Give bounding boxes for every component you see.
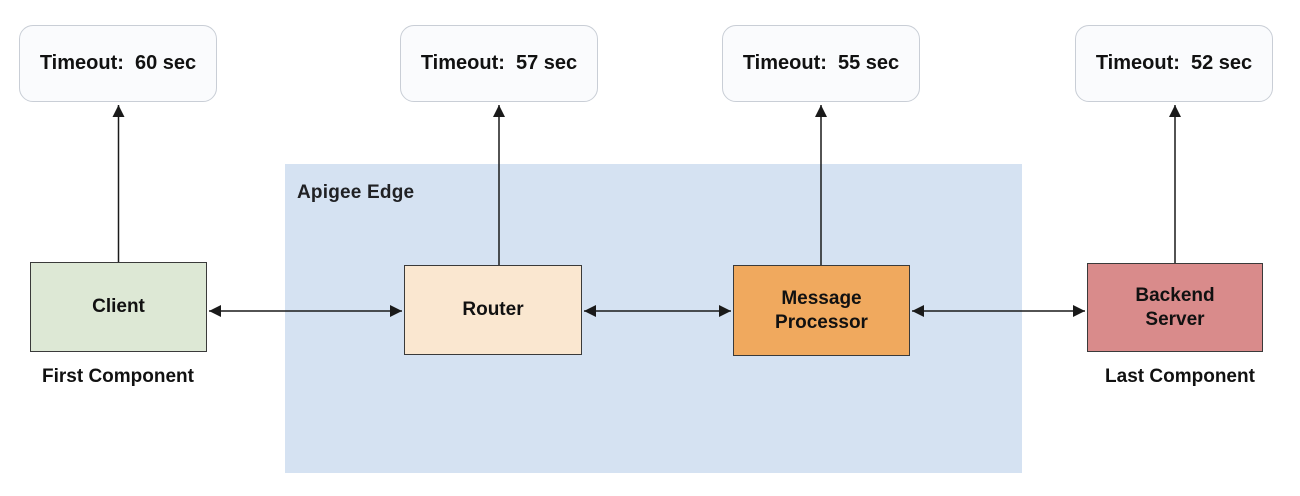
apigee-edge-region: Apigee Edge: [285, 164, 1022, 473]
component-message-processor: Message Processor: [733, 265, 910, 356]
component-backend-server: Backend Server: [1087, 263, 1263, 352]
timeout-box-client: Timeout: 60 sec: [19, 25, 217, 102]
timeout-box-router: Timeout: 57 sec: [400, 25, 598, 102]
component-client: Client: [30, 262, 207, 352]
timeout-box-message-processor: Timeout: 55 sec: [722, 25, 920, 102]
apigee-edge-label: Apigee Edge: [297, 182, 415, 203]
component-router: Router: [404, 265, 582, 355]
timeout-box-backend-server: Timeout: 52 sec: [1075, 25, 1273, 102]
first-component-caption: First Component: [42, 366, 194, 387]
last-component-caption: Last Component: [1105, 366, 1255, 387]
